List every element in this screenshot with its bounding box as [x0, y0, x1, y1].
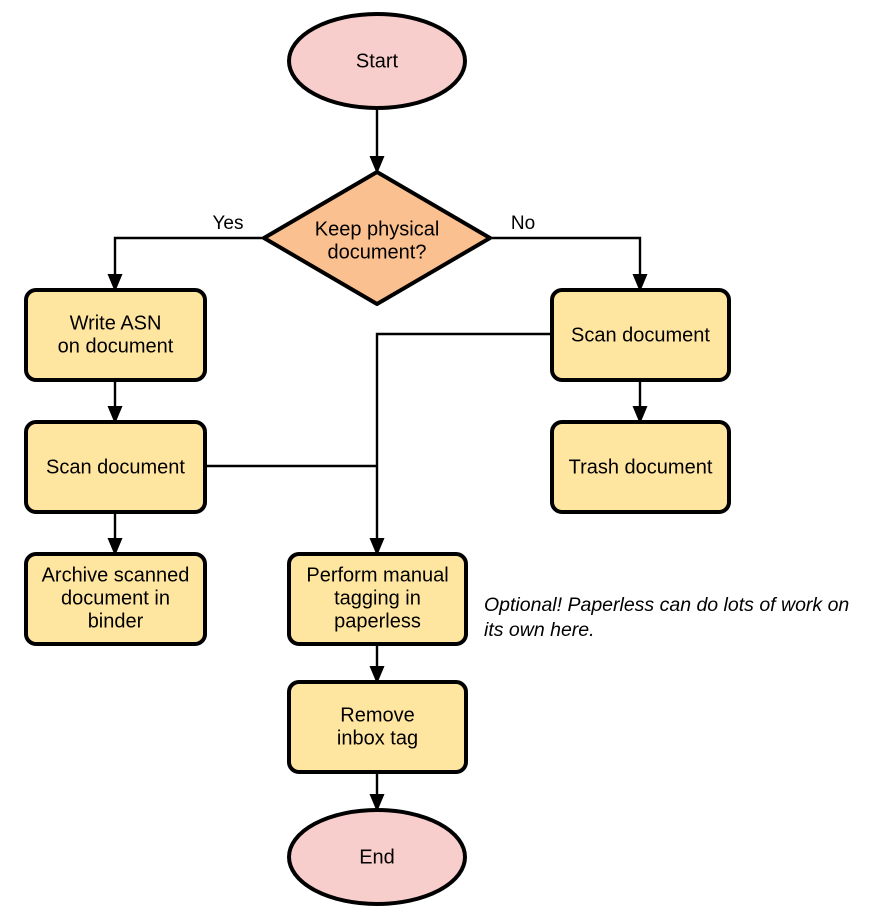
archive-label-line2: document in: [61, 587, 170, 609]
decision-diamond: [262, 170, 492, 306]
node-scan-document-left[interactable]: Scan document: [24, 420, 207, 514]
end-label: End: [359, 846, 395, 868]
write-asn-box: [24, 288, 207, 382]
node-remove-inbox-tag[interactable]: Remove inbox tag: [287, 680, 468, 774]
write-asn-label-line2: on document: [58, 335, 174, 357]
annotation-optional-paperless: Optional! Paperless can do lots of work …: [484, 594, 849, 641]
node-perform-manual-tagging[interactable]: Perform manual tagging in paperless: [287, 552, 468, 646]
write-asn-label-line1: Write ASN: [70, 312, 162, 334]
tagging-label-line2: tagging in: [334, 587, 421, 609]
node-trash-document[interactable]: Trash document: [550, 420, 731, 514]
archive-box: [24, 552, 207, 646]
annotation-line2: its own here.: [484, 619, 595, 641]
tagging-label-line1: Perform manual: [306, 564, 448, 586]
scan-document-left-box: [24, 420, 207, 514]
scan-document-left-label: Scan document: [46, 456, 185, 478]
edge-scan-right-to-trash: [632, 380, 648, 424]
end-ellipse: [287, 808, 467, 906]
archive-label-line1: Archive scanned: [42, 564, 190, 586]
node-write-asn-on-document[interactable]: Write ASN on document: [24, 288, 207, 382]
annotation-line1: Optional! Paperless can do lots of work …: [484, 594, 849, 616]
start-ellipse: [287, 12, 467, 110]
node-end[interactable]: End: [287, 808, 467, 906]
edge-scan-right-to-tagging: [369, 332, 552, 556]
scan-document-right-box: [550, 288, 731, 382]
node-decision-keep-physical-document[interactable]: Keep physical document?: [262, 170, 492, 306]
tagging-box: [287, 552, 468, 646]
remove-inbox-label-line1: Remove: [340, 704, 414, 726]
node-start[interactable]: Start: [287, 12, 467, 110]
decision-label-line1: Keep physical: [315, 218, 440, 240]
edge-tagging-to-remove-inbox: [369, 644, 385, 684]
edge-remove-inbox-to-end: [369, 772, 385, 812]
edge-scan-left-to-archive: [107, 512, 123, 556]
scan-document-right-label: Scan document: [571, 324, 710, 346]
node-scan-document-right[interactable]: Scan document: [550, 288, 731, 382]
trash-document-box: [550, 420, 731, 514]
decision-label-line2: document?: [328, 241, 427, 263]
edge-write-asn-to-scan-left: [107, 380, 123, 424]
tagging-label-line3: paperless: [334, 610, 421, 632]
remove-inbox-label-line2: inbox tag: [337, 727, 418, 749]
node-archive-scanned-document[interactable]: Archive scanned document in binder: [24, 552, 207, 646]
archive-label-line3: binder: [88, 610, 144, 632]
edge-decision-no-to-scan-right: [490, 236, 648, 292]
edge-label-no: No: [511, 213, 535, 234]
remove-inbox-tag-box: [287, 680, 468, 774]
edge-label-yes: Yes: [213, 213, 244, 234]
edge-decision-yes-to-write-asn: [107, 236, 264, 292]
start-label: Start: [356, 50, 399, 72]
trash-document-label: Trash document: [569, 456, 713, 478]
edge-start-to-decision: [369, 108, 385, 174]
